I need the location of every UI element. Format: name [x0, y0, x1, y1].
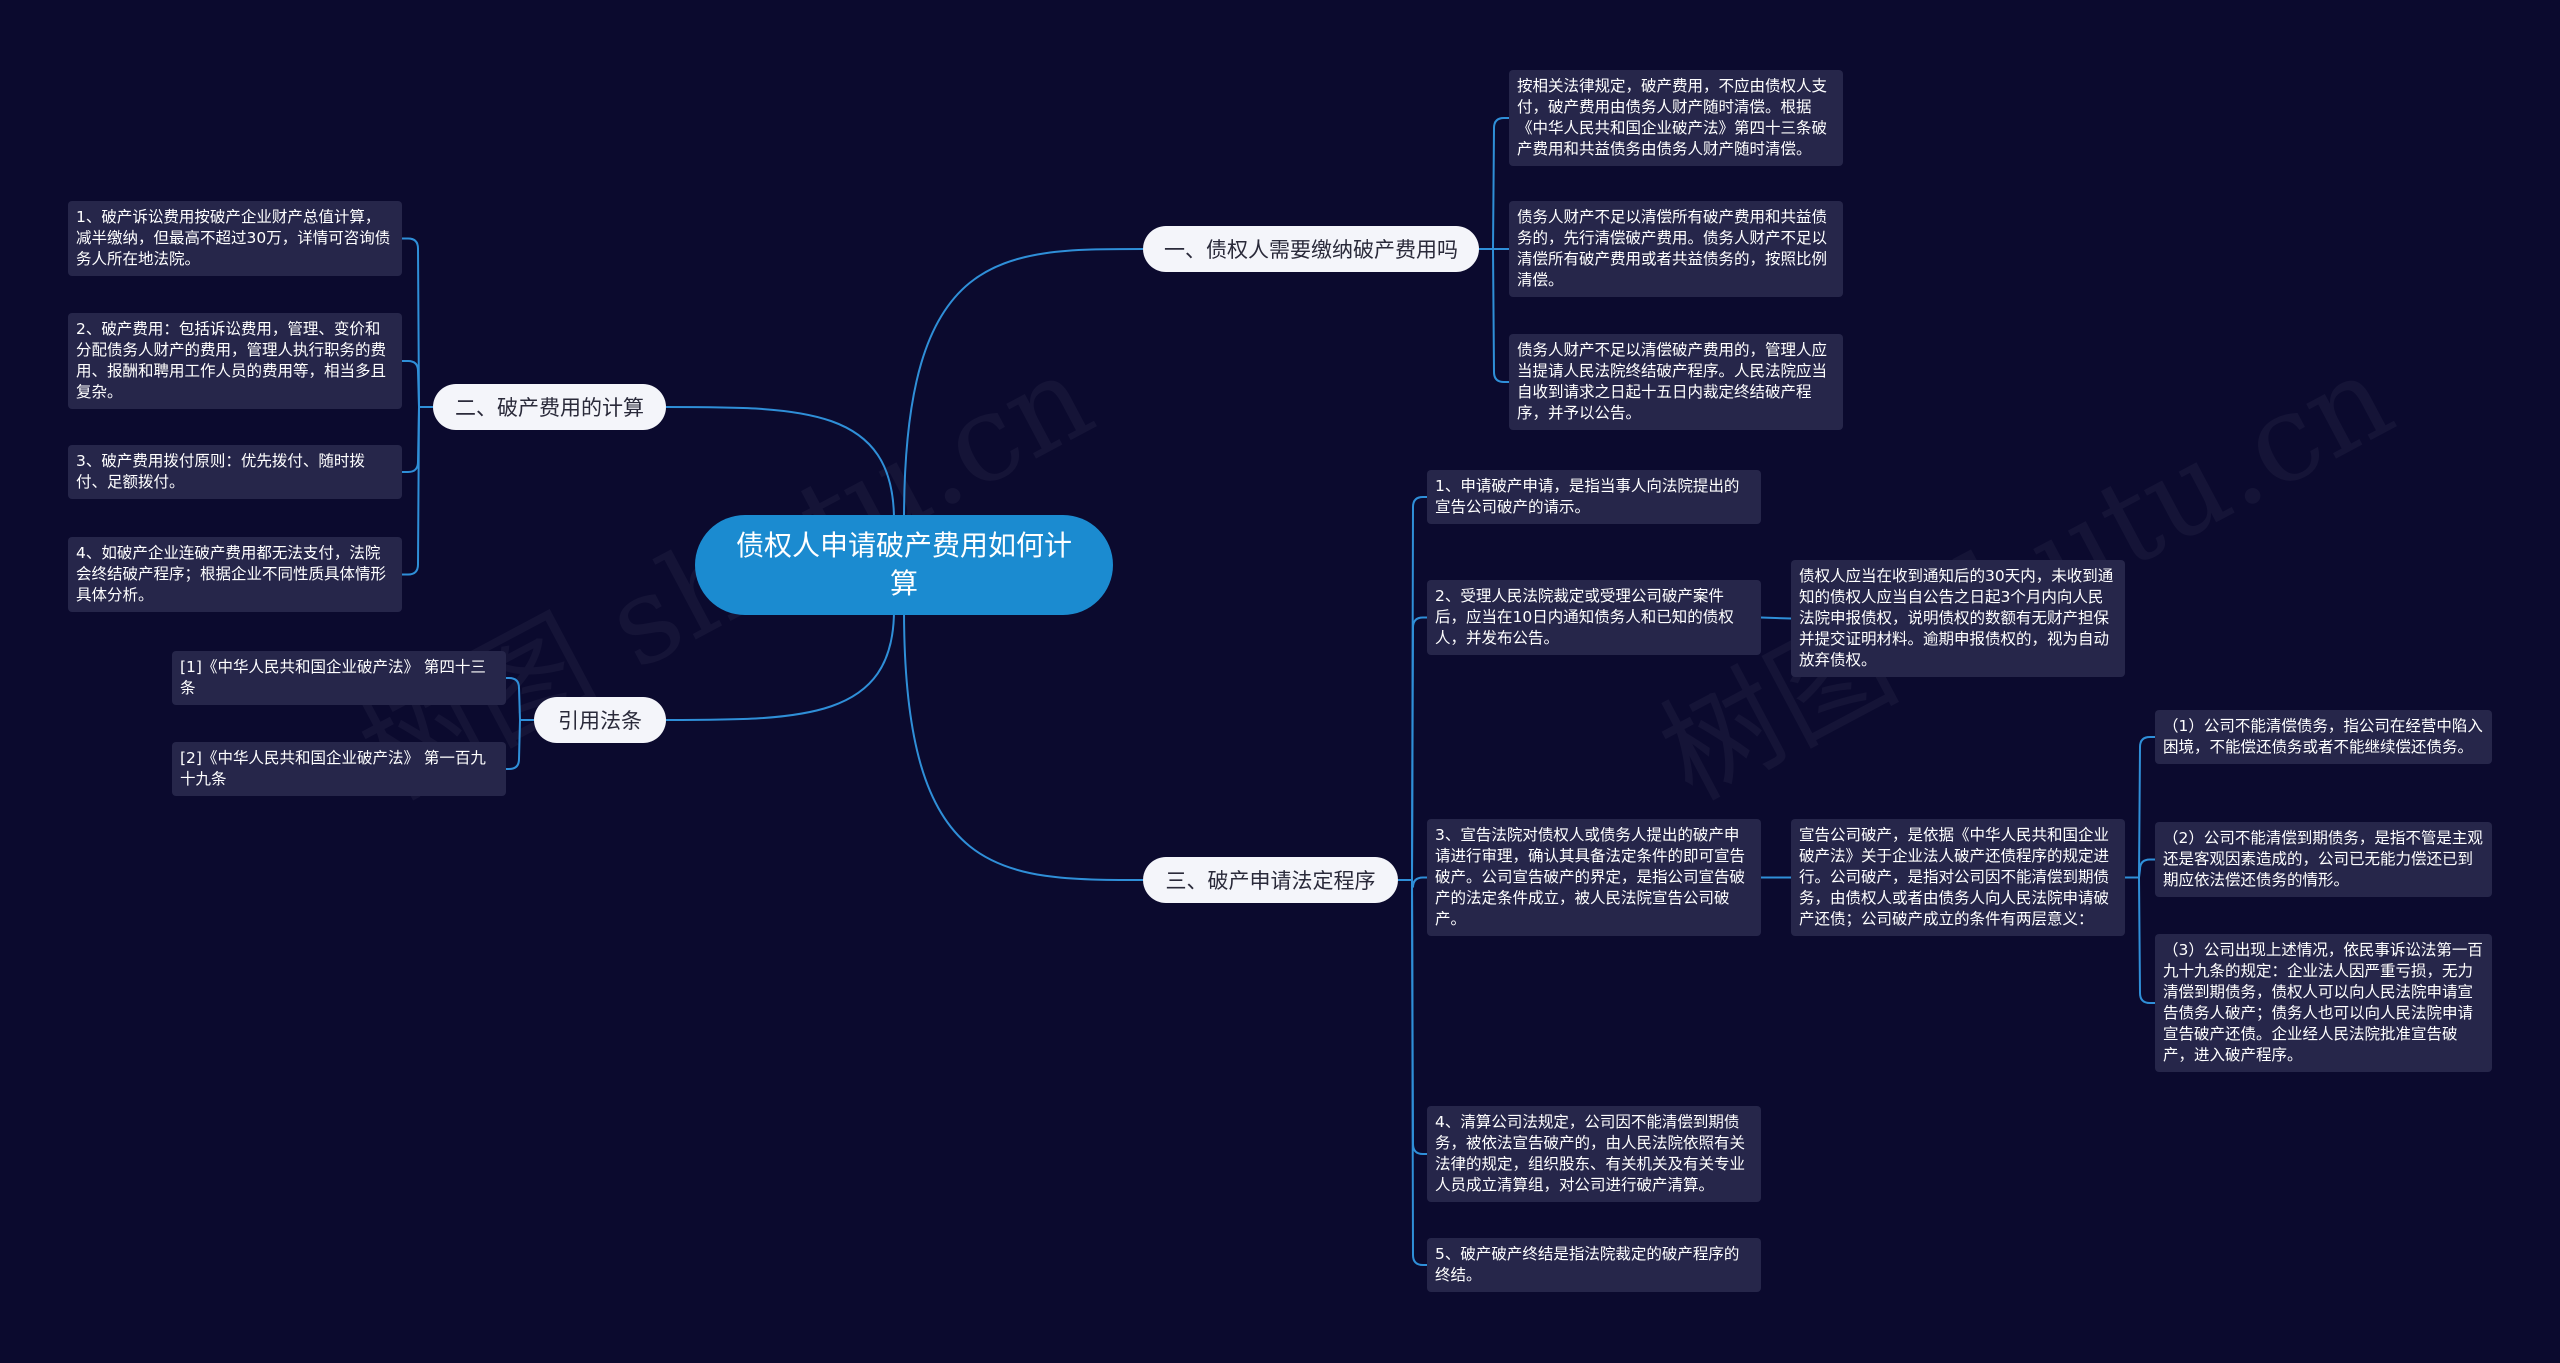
leaf-b2-1[interactable]: 1、破产诉讼费用按破产企业财产总值计算，减半缴纳，但最高不超过30万，详情可咨询…: [68, 201, 402, 276]
link-center-b1: [903, 248, 1144, 521]
leaf-b4-3-1[interactable]: 宣告公司破产，是依据《中华人民共和国企业破产法》关于企业法人破产还债程序的规定进…: [1791, 819, 2125, 936]
link-b4-2: [1398, 616, 1427, 881]
leaf-b2-2[interactable]: 2、破产费用：包括诉讼费用，管理、变价和分配债务人财产的费用，管理人执行职务的费…: [68, 313, 402, 409]
link-b4-1: [1398, 496, 1427, 881]
branch-cited-laws[interactable]: 引用法条: [534, 697, 666, 743]
link-b4-3-1-1: [2125, 736, 2155, 879]
branch-fee-required[interactable]: 一、债权人需要缴纳破产费用吗: [1143, 226, 1479, 272]
leaf-b2-4[interactable]: 4、如破产企业连破产费用都无法支付，法院会终结破产程序；根据企业不同性质具体情形…: [68, 537, 402, 612]
central-topic[interactable]: 债权人申请破产费用如何计算: [695, 515, 1113, 615]
leaf-b4-4[interactable]: 4、清算公司法规定，公司因不能清偿到期债务，被依法宣告破产的，由人民法院依照有关…: [1427, 1106, 1761, 1202]
link-b3-2: [506, 719, 534, 770]
branch-fee-calculation[interactable]: 二、破产费用的计算: [433, 384, 666, 430]
leaf-b4-3-1-3[interactable]: （3）公司出现上述情况，依民事诉讼法第一百九十九条的规定：企业法人因严重亏损，无…: [2155, 934, 2492, 1072]
link-center-b3: [665, 609, 895, 721]
leaf-b4-2[interactable]: 2、受理人民法院裁定或受理公司破产案件后，应当在10日内通知债务人和已知的债权人…: [1427, 580, 1761, 655]
link-b1-3: [1479, 248, 1509, 383]
leaf-b4-3-1-1[interactable]: （1）公司不能清偿债务，指公司在经营中陷入困境，不能偿还债务或者不能继续偿还债务…: [2155, 710, 2492, 764]
leaf-b4-1[interactable]: 1、申请破产申请，是指当事人向法院提出的宣告公司破产的请示。: [1427, 470, 1761, 524]
link-b4-5: [1398, 879, 1427, 1266]
link-b3-1: [506, 677, 534, 721]
leaf-b4-2-1[interactable]: 债权人应当在收到通知后的30天内，未收到通知的债权人应当自公告之日起3个月内向人…: [1791, 560, 2125, 677]
leaf-b3-2[interactable]: [2]《中华人民共和国企业破产法》 第一百九十九条: [172, 742, 506, 796]
link-b2-2: [402, 360, 433, 408]
leaf-b4-3[interactable]: 3、宣告法院对债权人或债务人提出的破产申请进行审理，确认其具备法定条件的即可宣告…: [1427, 819, 1761, 936]
branch-legal-procedure[interactable]: 三、破产申请法定程序: [1143, 857, 1398, 903]
link-b2-4: [402, 406, 433, 576]
leaf-b2-3[interactable]: 3、破产费用拨付原则：优先拨付、随时拨付、足额拨付。: [68, 445, 402, 499]
leaf-b4-3-1-2[interactable]: （2）公司不能清偿到期债务，是指不管是主观还是客观因素造成的，公司已无能力偿还已…: [2155, 822, 2492, 897]
link-b4-3-1-3: [2125, 876, 2155, 1004]
link-b4-3-1-2: [2125, 858, 2155, 879]
leaf-b1-2[interactable]: 债务人财产不足以清偿所有破产费用和共益债务的，先行清偿破产费用。债务人财产不足以…: [1509, 201, 1843, 297]
leaf-b1-3[interactable]: 债务人财产不足以清偿破产费用的，管理人应当提请人民法院终结破产程序。人民法院应当…: [1509, 334, 1843, 430]
link-b2-1: [402, 237, 433, 408]
leaf-b3-1[interactable]: [1]《中华人民共和国企业破产法》 第四十三条: [172, 651, 506, 705]
link-b2-3: [402, 406, 433, 473]
leaf-b1-1[interactable]: 按相关法律规定，破产费用，不应由债权人支付，破产费用由债务人财产随时清偿。根据《…: [1509, 70, 1843, 166]
link-b4-2-1: [1760, 616, 1792, 620]
leaf-b4-5[interactable]: 5、破产破产终结是指法院裁定的破产程序的终结。: [1427, 1238, 1761, 1292]
link-center-b4: [903, 609, 1144, 881]
link-b1-1: [1479, 117, 1509, 250]
link-center-b2: [665, 406, 895, 521]
